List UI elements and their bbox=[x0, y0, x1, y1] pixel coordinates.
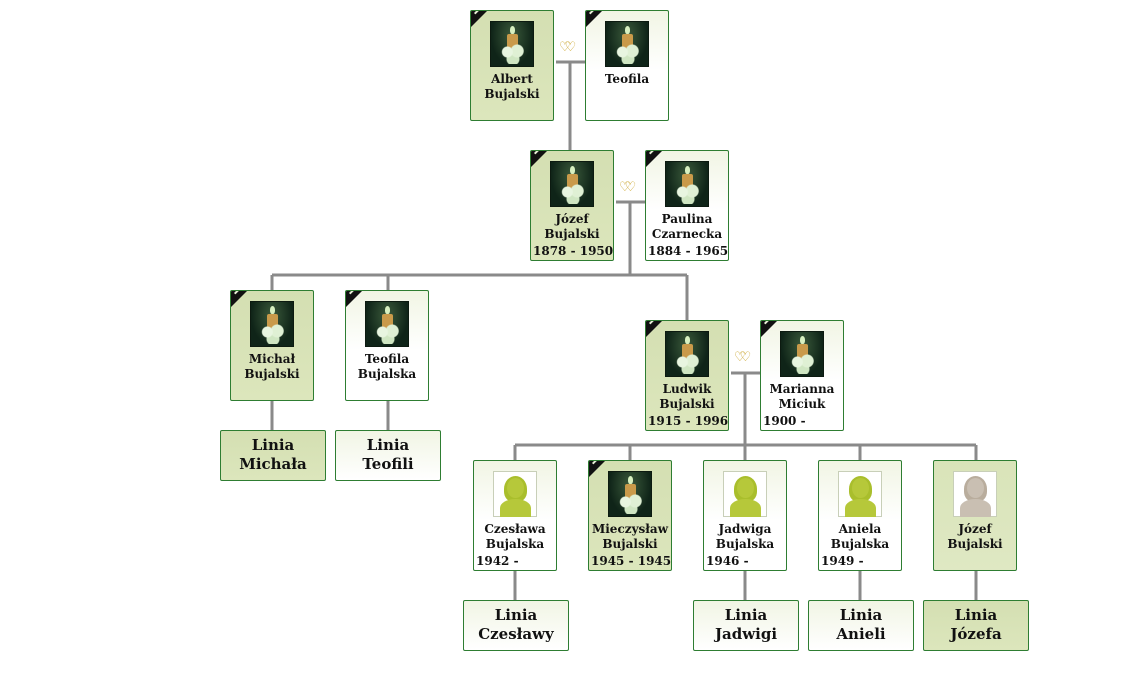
lineage-button-jadwigi[interactable]: Linia Jadwigi bbox=[693, 600, 799, 651]
person-name: Józef Bujalski bbox=[544, 212, 600, 241]
mourning-ribbon-icon bbox=[231, 291, 247, 307]
candle-icon bbox=[490, 21, 534, 67]
linked-hearts-icon: ♡♡ bbox=[734, 350, 751, 365]
person-dates: 1942 - bbox=[476, 554, 519, 568]
mourning-ribbon-icon bbox=[471, 11, 487, 27]
person-name: Teofila bbox=[604, 72, 650, 86]
person-name: Michał Bujalski bbox=[244, 352, 300, 381]
candle-icon bbox=[365, 301, 409, 347]
person-name: Teofila Bujalska bbox=[357, 352, 417, 381]
candle-icon bbox=[250, 301, 294, 347]
candle-icon bbox=[780, 331, 824, 377]
person-name: Jadwiga Bujalska bbox=[715, 522, 775, 551]
person-card-jadwiga-bujalska[interactable]: Jadwiga Bujalska 1946 - bbox=[703, 460, 787, 571]
person-card-paulina-czarnecka[interactable]: Paulina Czarnecka 1884 - 1965 bbox=[645, 150, 729, 261]
person-card-aniela-bujalska[interactable]: Aniela Bujalska 1949 - bbox=[818, 460, 902, 571]
person-card-teofila[interactable]: Teofila bbox=[585, 10, 669, 121]
unknown-silhouette-icon bbox=[953, 471, 997, 517]
person-dates: 1949 - bbox=[821, 554, 864, 568]
candle-icon bbox=[550, 161, 594, 207]
lineage-button-anieli[interactable]: Linia Anieli bbox=[808, 600, 914, 651]
lineage-button-teofili[interactable]: Linia Teofili bbox=[335, 430, 441, 481]
candle-icon bbox=[665, 331, 709, 377]
lineage-button-michala[interactable]: Linia Michała bbox=[220, 430, 326, 481]
person-dates: 1915 - 1996 bbox=[648, 414, 729, 428]
person-card-jozef-bujalski-junior[interactable]: Józef Bujalski bbox=[933, 460, 1017, 571]
mourning-ribbon-icon bbox=[589, 461, 605, 477]
mourning-ribbon-icon bbox=[646, 321, 662, 337]
person-card-teofila-bujalska[interactable]: Teofila Bujalska bbox=[345, 290, 429, 401]
person-dates: 1946 - bbox=[706, 554, 749, 568]
person-dates: 1884 - 1965 bbox=[648, 244, 729, 258]
candle-icon bbox=[608, 471, 652, 517]
person-dates: 1945 - 1945 bbox=[591, 554, 672, 568]
linked-hearts-icon: ♡♡ bbox=[619, 180, 636, 195]
female-silhouette-icon bbox=[493, 471, 537, 517]
person-card-albert-bujalski[interactable]: Albert Bujalski bbox=[470, 10, 554, 121]
person-name: Czesława Bujalska bbox=[484, 522, 546, 551]
mourning-ribbon-icon bbox=[646, 151, 662, 167]
person-card-michal-bujalski[interactable]: Michał Bujalski bbox=[230, 290, 314, 401]
person-name: Ludwik Bujalski bbox=[659, 382, 715, 411]
person-dates: 1900 - bbox=[763, 414, 806, 428]
person-name: Mieczysław Bujalski bbox=[591, 522, 669, 551]
person-name: Józef Bujalski bbox=[947, 522, 1003, 551]
person-card-mieczyslaw-bujalski[interactable]: Mieczysław Bujalski 1945 - 1945 bbox=[588, 460, 672, 571]
person-dates: 1878 - 1950 bbox=[533, 244, 614, 258]
person-card-ludwik-bujalski[interactable]: Ludwik Bujalski 1915 - 1996 bbox=[645, 320, 729, 431]
candle-icon bbox=[665, 161, 709, 207]
mourning-ribbon-icon bbox=[761, 321, 777, 337]
lineage-button-jozefa[interactable]: Linia Józefa bbox=[923, 600, 1029, 651]
person-name: Aniela Bujalska bbox=[830, 522, 890, 551]
mourning-ribbon-icon bbox=[586, 11, 602, 27]
person-name: Paulina Czarnecka bbox=[651, 212, 723, 241]
female-silhouette-icon bbox=[838, 471, 882, 517]
person-name: Marianna Miciuk bbox=[769, 382, 835, 411]
person-card-marianna-miciuk[interactable]: Marianna Miciuk 1900 - bbox=[760, 320, 844, 431]
person-name: Albert Bujalski bbox=[484, 72, 540, 101]
mourning-ribbon-icon bbox=[531, 151, 547, 167]
person-card-czeslawa-bujalska[interactable]: Czesława Bujalska 1942 - bbox=[473, 460, 557, 571]
person-card-jozef-bujalski[interactable]: Józef Bujalski 1878 - 1950 bbox=[530, 150, 614, 261]
candle-icon bbox=[605, 21, 649, 67]
female-silhouette-icon bbox=[723, 471, 767, 517]
mourning-ribbon-icon bbox=[346, 291, 362, 307]
linked-hearts-icon: ♡♡ bbox=[559, 40, 576, 55]
lineage-button-czeslawy[interactable]: Linia Czesławy bbox=[463, 600, 569, 651]
